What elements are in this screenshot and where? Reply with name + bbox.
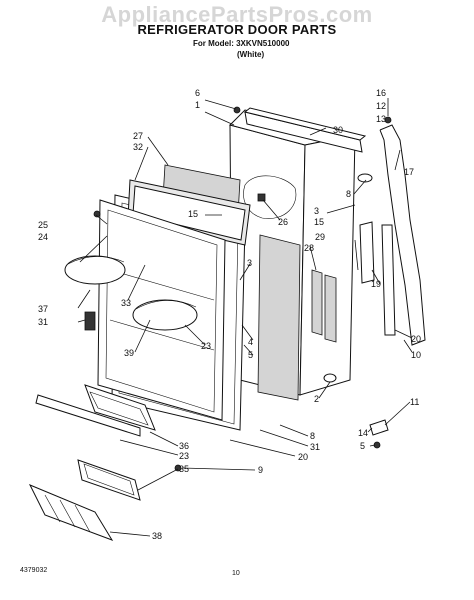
hinge-bracket [359, 221, 375, 284]
callout-5a: 5 [248, 350, 253, 360]
callout-3b: 3 [247, 258, 252, 268]
document-number: 4379032 [20, 567, 48, 574]
callout-6: 6 [195, 88, 200, 98]
hinge-arm [379, 124, 426, 346]
side-insulation-piece [311, 269, 337, 343]
callout-31: 31 [310, 442, 320, 452]
watermark-text: AppliancePartsPros.com [101, 2, 373, 27]
callout-labels: 6 1 27 32 30 16 12 13 8 17 25 24 15 26 3… [38, 88, 421, 541]
egg-tray-38 [28, 484, 114, 541]
callout-18: 19 [371, 279, 381, 289]
model-label: For Model: 3XKVN510000 [193, 39, 290, 48]
callout-22: 24 [38, 232, 48, 242]
hinge-pin-7 [357, 173, 373, 183]
callout-39: 39 [124, 348, 134, 358]
callout-24: 26 [278, 217, 288, 227]
door-bin-23 [132, 299, 198, 331]
callout-9: 9 [258, 465, 263, 475]
callout-29: 31 [38, 317, 48, 327]
callout-17: 17 [404, 167, 414, 177]
callout-7: 8 [346, 189, 351, 199]
trim-bar-21 [35, 394, 141, 437]
callout-23: 23 [201, 341, 211, 351]
callout-32: 32 [133, 142, 143, 152]
callout-26: 28 [304, 243, 314, 253]
shelf-support-29 [84, 311, 96, 331]
callout-15a: 15 [188, 209, 198, 219]
screw-14 [384, 116, 392, 124]
door-gasket [127, 179, 251, 246]
callout-10: 10 [411, 350, 421, 360]
door-bin-35 [77, 459, 141, 501]
callout-13: 14 [358, 428, 368, 438]
callout-38: 38 [152, 531, 162, 541]
callout-35: 35 [179, 464, 189, 474]
door-bin-22 [64, 255, 126, 285]
vertical-trim-strip [381, 224, 396, 336]
callout-27: 27 [133, 131, 143, 141]
callout-5b: 5 [360, 441, 365, 451]
callout-11: 11 [410, 397, 419, 407]
callout-4: 4 [248, 337, 253, 347]
callout-33: 33 [121, 298, 131, 308]
callout-30: 30 [333, 125, 343, 135]
callout-28: 29 [315, 232, 325, 242]
page-number: 10 [232, 570, 240, 577]
callout-20: 20 [411, 334, 421, 344]
callout-21: 23 [179, 451, 189, 461]
leader-lines [77, 98, 413, 537]
callout-25: 25 [38, 220, 48, 230]
callout-19: 20 [298, 452, 308, 462]
callout-8: 8 [310, 431, 315, 441]
callout-12: 12 [376, 101, 386, 111]
callout-2: 2 [314, 394, 319, 404]
bottom-hinge-13 [369, 419, 389, 436]
callout-16: 16 [376, 88, 386, 98]
door-bin-36 [84, 384, 156, 431]
callout-37: 37 [38, 304, 48, 314]
page-title: REFRIGERATOR DOOR PARTS [137, 22, 337, 37]
door-seal-gasket [257, 234, 301, 401]
color-label: (White) [237, 50, 265, 59]
callout-15b: 15 [314, 217, 324, 227]
callout-1: 1 [195, 100, 200, 110]
callout-3a: 3 [314, 206, 319, 216]
clip-24 [257, 193, 266, 202]
top-trim-strip [243, 107, 367, 153]
screw-6 [233, 106, 241, 114]
callout-14: 13 [376, 114, 386, 124]
screw-25 [93, 210, 101, 218]
cap-2 [323, 373, 337, 383]
callout-36: 36 [179, 441, 189, 451]
